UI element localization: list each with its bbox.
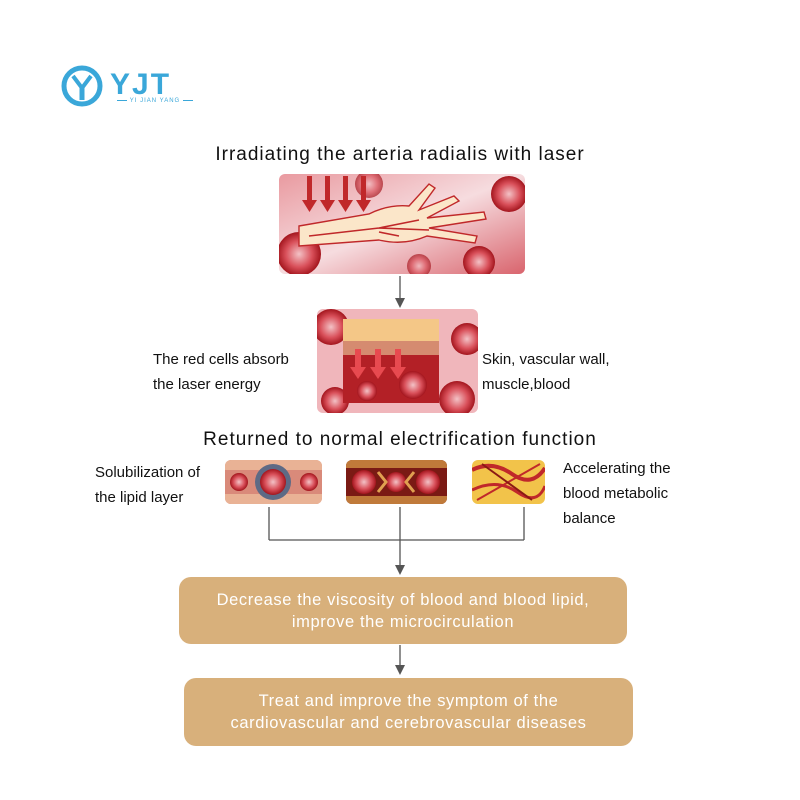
label-lipid-solubilization: Solubilization of the lipid layer xyxy=(95,460,200,510)
logo-emblem-icon xyxy=(61,65,103,107)
brand-logo: YJT YI JIAN YANG xyxy=(60,64,200,108)
label-line: Skin, vascular wall, xyxy=(482,351,610,368)
laser-hand-image xyxy=(279,174,525,274)
blood-vessel-image xyxy=(346,460,447,504)
label-line: Solubilization of xyxy=(95,464,201,481)
result-line: improve the microcirculation xyxy=(291,612,515,631)
label-red-cells-absorb: The red cells absorb the laser energy xyxy=(153,347,289,397)
label-line: the lipid layer xyxy=(95,489,184,506)
result-box-viscosity: Decrease the viscosity of blood and bloo… xyxy=(179,577,627,644)
label-line: muscle,blood xyxy=(482,376,571,393)
label-line: The red cells absorb xyxy=(153,351,289,368)
label-skin-vascular: Skin, vascular wall, muscle,blood xyxy=(482,347,610,397)
result-line: cardiovascular and cerebrovascular disea… xyxy=(230,714,587,732)
arrow-down-icon xyxy=(395,565,405,575)
label-line: the laser energy xyxy=(153,376,261,393)
step-title-middle: Returned to normal electrification funct… xyxy=(203,429,597,450)
step-title-top: Irradiating the arteria radialis with la… xyxy=(215,144,585,165)
tissue-layers-image xyxy=(317,309,478,413)
label-metabolic-balance: Accelerating the blood metabolic balance xyxy=(563,456,671,531)
label-line: blood metabolic xyxy=(563,485,669,502)
brand-name: YJT xyxy=(110,68,172,101)
brand-tagline: YI JIAN YANG xyxy=(112,98,198,104)
label-line: balance xyxy=(563,510,616,527)
result-line: Treat and improve the symptom of the xyxy=(258,692,559,710)
label-line: Accelerating the xyxy=(563,460,671,477)
result-box-cardiovascular: Treat and improve the symptom of the car… xyxy=(184,678,633,746)
result-line: Decrease the viscosity of blood and bloo… xyxy=(216,590,590,609)
metabolic-balance-image xyxy=(472,460,545,504)
arrow-down-icon xyxy=(395,298,405,308)
lipid-layer-image xyxy=(225,460,322,504)
arrow-down-icon xyxy=(395,665,405,675)
